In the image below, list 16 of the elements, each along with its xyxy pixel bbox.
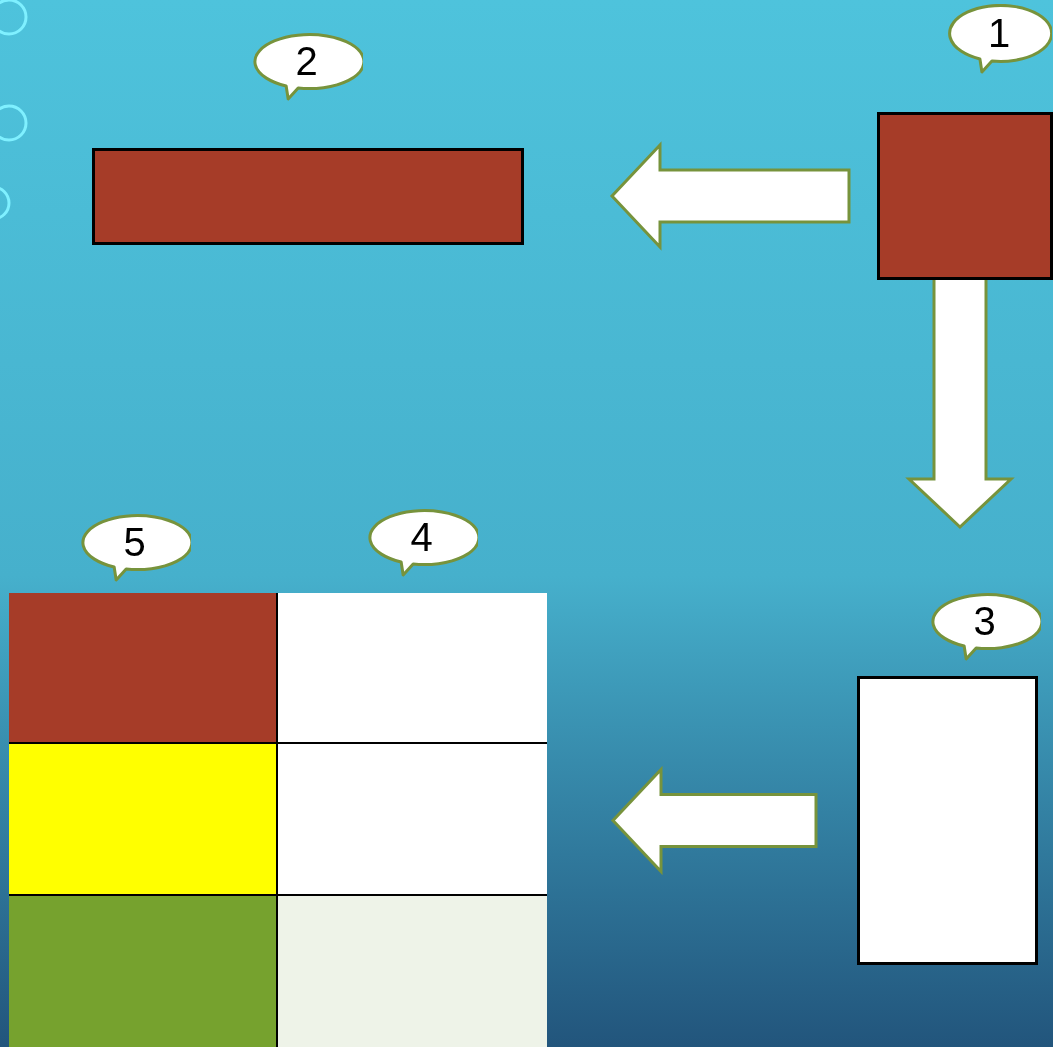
speech-bubble (946, 4, 1052, 74)
speech-bubble (78, 514, 191, 582)
block-arrow (610, 765, 818, 876)
rectangle-box (857, 676, 1038, 965)
speech-bubble (928, 593, 1041, 661)
callout-number: 3 (973, 601, 996, 641)
rectangle-box (877, 112, 1053, 280)
callout-number: 4 (410, 517, 433, 557)
block-arrow (609, 141, 851, 251)
callout-number: 2 (295, 41, 318, 81)
speech-bubble (250, 33, 363, 101)
callout-number: 1 (987, 13, 1011, 53)
speech-bubble (365, 509, 478, 577)
callout-number: 5 (123, 522, 146, 562)
rectangle-box (92, 148, 524, 245)
color-table (9, 593, 547, 1047)
